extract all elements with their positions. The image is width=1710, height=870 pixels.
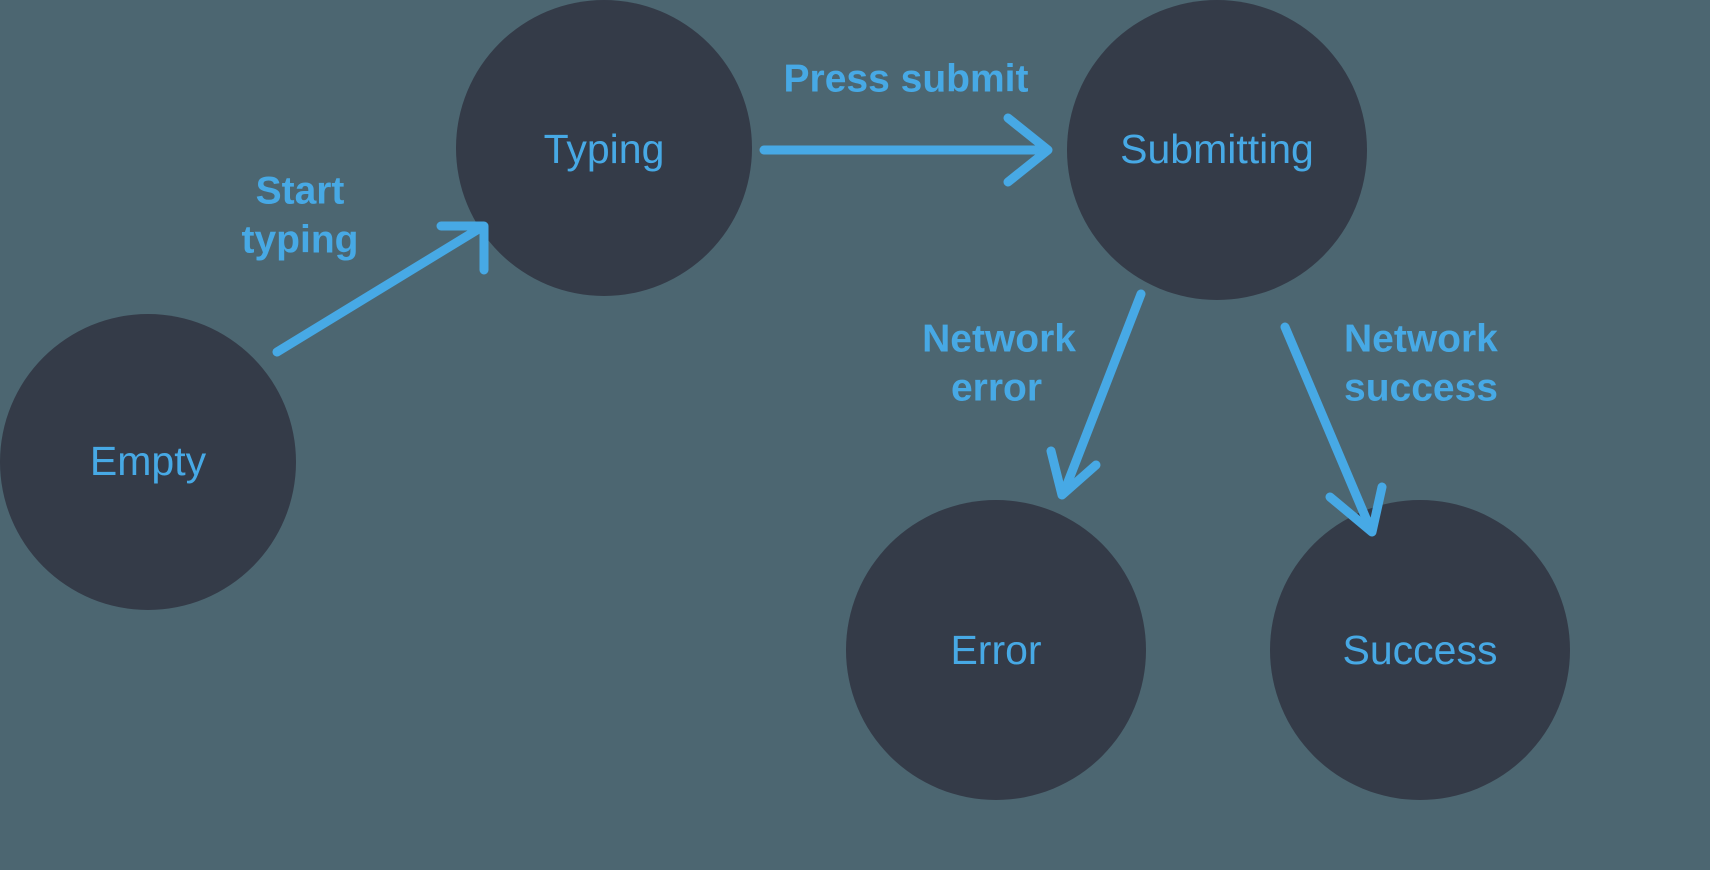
transition-network-error-label-line2: error [951,366,1042,409]
node-success[interactable]: Success [1270,500,1570,800]
transition-network-success-label-line1: Network [1344,317,1498,360]
node-success-label: Success [1343,627,1498,673]
transition-network-success[interactable]: Network success [1280,317,1498,537]
transition-press-submit-label: Press submit [784,57,1029,100]
node-error[interactable]: Error [846,500,1146,800]
node-empty-circle[interactable] [0,314,296,610]
transition-start-typing[interactable]: Start typing [242,169,489,357]
node-empty-label: Empty [90,438,207,484]
node-typing-circle[interactable] [456,0,752,296]
transition-start-typing-label-line2: typing [242,218,359,261]
node-typing-label: Typing [544,126,665,172]
node-submitting[interactable]: Submitting [1067,0,1367,300]
transition-press-submit-arrowhead [1003,113,1053,187]
transition-network-success-label-line2: success [1344,366,1498,409]
node-success-circle[interactable] [1270,500,1570,800]
transition-start-typing-line [272,225,482,357]
node-empty[interactable]: Empty [0,314,296,610]
transition-network-error[interactable]: Network error [922,289,1146,500]
transition-network-success-arrowhead [1325,482,1387,537]
node-typing[interactable]: Typing [456,0,752,296]
transition-network-error-line [1061,289,1146,492]
node-error-circle[interactable] [846,500,1146,800]
transition-start-typing-label-line1: Start [256,169,345,212]
transition-network-error-arrowhead [1046,446,1101,500]
transition-press-submit[interactable]: Press submit [759,57,1053,187]
node-error-label: Error [950,627,1041,673]
node-submitting-label: Submitting [1120,126,1314,172]
transition-start-typing-arrowhead [436,221,489,275]
node-submitting-circle[interactable] [1067,0,1367,300]
transition-network-error-label-line1: Network [922,317,1076,360]
transition-network-success-line [1280,322,1373,528]
